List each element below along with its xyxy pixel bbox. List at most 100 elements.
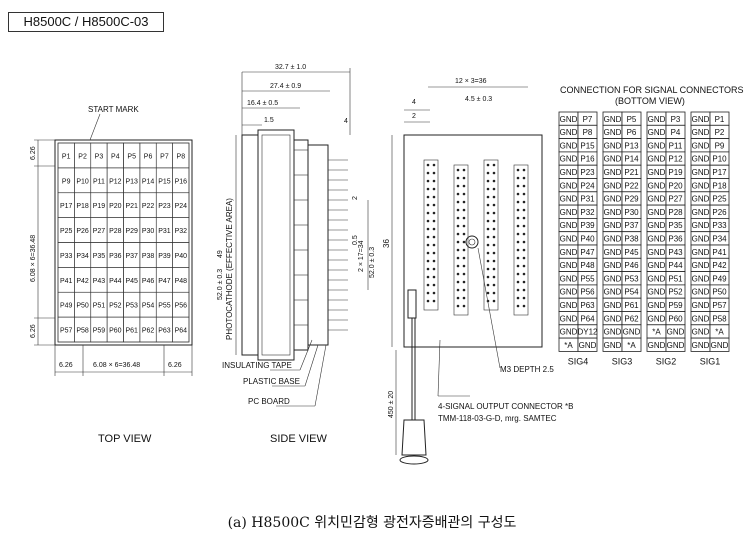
connector-pin-cell: GND <box>604 128 622 137</box>
pixel-label: P15 <box>158 178 171 185</box>
pixel-label: P14 <box>142 178 155 185</box>
connector-pin-cell: P58 <box>712 314 727 323</box>
dim-36: 36 <box>382 239 391 248</box>
pixel-label: P10 <box>76 178 89 185</box>
plastic-base-label: PLASTIC BASE <box>243 377 300 386</box>
pixel-label: P52 <box>109 303 122 310</box>
dim-left-bot: 6.26 <box>30 324 37 338</box>
connector-body <box>423 159 439 311</box>
connector-pin-cell: GND <box>692 221 710 230</box>
dim-small: 16.4 ± 0.5 <box>247 100 278 107</box>
pixel-label: P40 <box>175 253 188 260</box>
dim-bottom-4: 4 <box>412 99 416 106</box>
pixel-label: P60 <box>109 328 122 335</box>
bottom-view: 12 × 3=36 4.5 ± 0.3 4 2 36 450 ± 20 M3 D… <box>382 78 573 465</box>
connector-pin-cell: *A <box>715 328 724 337</box>
figure-caption: (a) H8500C 위치민감형 광전자증배관의 구성도 <box>227 515 517 531</box>
pixel-label: P3 <box>95 153 104 160</box>
connector-pin-cell: GND <box>604 155 622 164</box>
connector-pin-cell: P3 <box>671 115 681 124</box>
connector-pin-cell: GND <box>648 274 666 283</box>
connector-pin-cell: P34 <box>712 235 727 244</box>
pixel-label: P31 <box>158 228 171 235</box>
connector-pin-cell: P22 <box>624 181 639 190</box>
connector-pin-cell: GND <box>560 155 578 164</box>
connector-pin-cell: P28 <box>668 208 683 217</box>
side-pins <box>294 149 348 331</box>
connector-pin-cell: P6 <box>627 128 637 137</box>
connector-label: 4-SIGNAL OUTPUT CONNECTOR *B <box>438 402 573 411</box>
sig-label: SIG4 <box>568 356 589 366</box>
connector-pin-cell: P13 <box>624 141 639 150</box>
pixel-label: P30 <box>142 228 155 235</box>
pixel-label: P46 <box>142 278 155 285</box>
connector-pin-cell: P39 <box>580 221 595 230</box>
dim-pitch: 2 × 17=34 <box>358 240 365 272</box>
connector-pin-cell: GND <box>648 208 666 217</box>
connector-pin-cell: P43 <box>668 248 683 257</box>
connector-pin-cell: P56 <box>580 288 595 297</box>
pixel-label: P19 <box>93 203 106 210</box>
pixel-label: P21 <box>125 203 138 210</box>
top-view-label: TOP VIEW <box>98 433 152 445</box>
connector-pin-cell: P32 <box>580 208 595 217</box>
connector-pin-cell: P19 <box>668 168 683 177</box>
connector-pin-cell: GND <box>648 301 666 310</box>
pixel-label: P58 <box>76 328 89 335</box>
connector-pin-cell: GND <box>648 115 666 124</box>
pixel-label: P36 <box>109 253 122 260</box>
pixel-label: P42 <box>76 278 89 285</box>
pixel-label: P28 <box>109 228 122 235</box>
connector-pin-cell: GND <box>560 314 578 323</box>
m3-depth-label: M3 DEPTH 2.5 <box>500 365 554 374</box>
connector-pin-cell: GND <box>604 208 622 217</box>
connector-pin-cell: P15 <box>580 141 595 150</box>
connector-pin-cell: GND <box>667 341 685 350</box>
pixel-label: P33 <box>60 253 73 260</box>
pixel-label: P16 <box>175 178 188 185</box>
pixel-label: P45 <box>125 278 138 285</box>
connector-pin-cell: P31 <box>580 195 595 204</box>
pixel-label: P64 <box>175 328 188 335</box>
connector-pin-cell: P14 <box>624 155 639 164</box>
connector-pin-cell: P38 <box>624 235 639 244</box>
pixel-label: P8 <box>177 153 186 160</box>
pixel-label: P11 <box>93 178 105 185</box>
pixel-label: P51 <box>93 303 106 310</box>
connector-pin-cell: P41 <box>712 248 727 257</box>
connector-pin-cell: GND <box>604 301 622 310</box>
dim-450: 450 ± 20 <box>388 391 395 418</box>
connector-pin-cell: GND <box>648 141 666 150</box>
connector-pin-cell: P55 <box>580 274 595 283</box>
dim-mid: 27.4 ± 0.9 <box>270 83 301 90</box>
connector-pin-cell: GND <box>692 274 710 283</box>
connector-pin-cell: P46 <box>624 261 639 270</box>
connector-pin-cell: P26 <box>712 208 727 217</box>
connector-pin-cell: GND <box>692 208 710 217</box>
connector-pin-cell: P53 <box>624 274 639 283</box>
connector-pin-cell: GND <box>648 195 666 204</box>
model-title: H8500C / H8500C-03 <box>8 12 164 32</box>
pixel-label: P13 <box>125 178 138 185</box>
pixel-label: P44 <box>109 278 122 285</box>
connector-pin-cell: GND <box>560 301 578 310</box>
dim-52b: 52.0 ± 0.3 <box>369 247 376 278</box>
dim-side-0-5: 0.5 <box>352 235 359 245</box>
connector-pin-cell: *A <box>652 328 661 337</box>
connector-pin-cell: P64 <box>580 314 595 323</box>
connector-pin-cell: P42 <box>712 261 727 270</box>
pixel-label: P48 <box>175 278 188 285</box>
connector-pin-cell: GND <box>692 328 710 337</box>
connector-pin-cell: GND <box>560 115 578 124</box>
connector-pin-cell: GND <box>560 181 578 190</box>
connector-pin-cell: GND <box>667 328 685 337</box>
pixel-label: P2 <box>78 153 87 160</box>
connector-pin-cell: P52 <box>668 288 683 297</box>
connector-pin-cell: GND <box>692 261 710 270</box>
connector-pin-cell: P50 <box>712 288 727 297</box>
connector-pin-cell: GND <box>604 261 622 270</box>
connector-pin-cell: GND <box>604 235 622 244</box>
connector-pin-cell: GND <box>692 168 710 177</box>
